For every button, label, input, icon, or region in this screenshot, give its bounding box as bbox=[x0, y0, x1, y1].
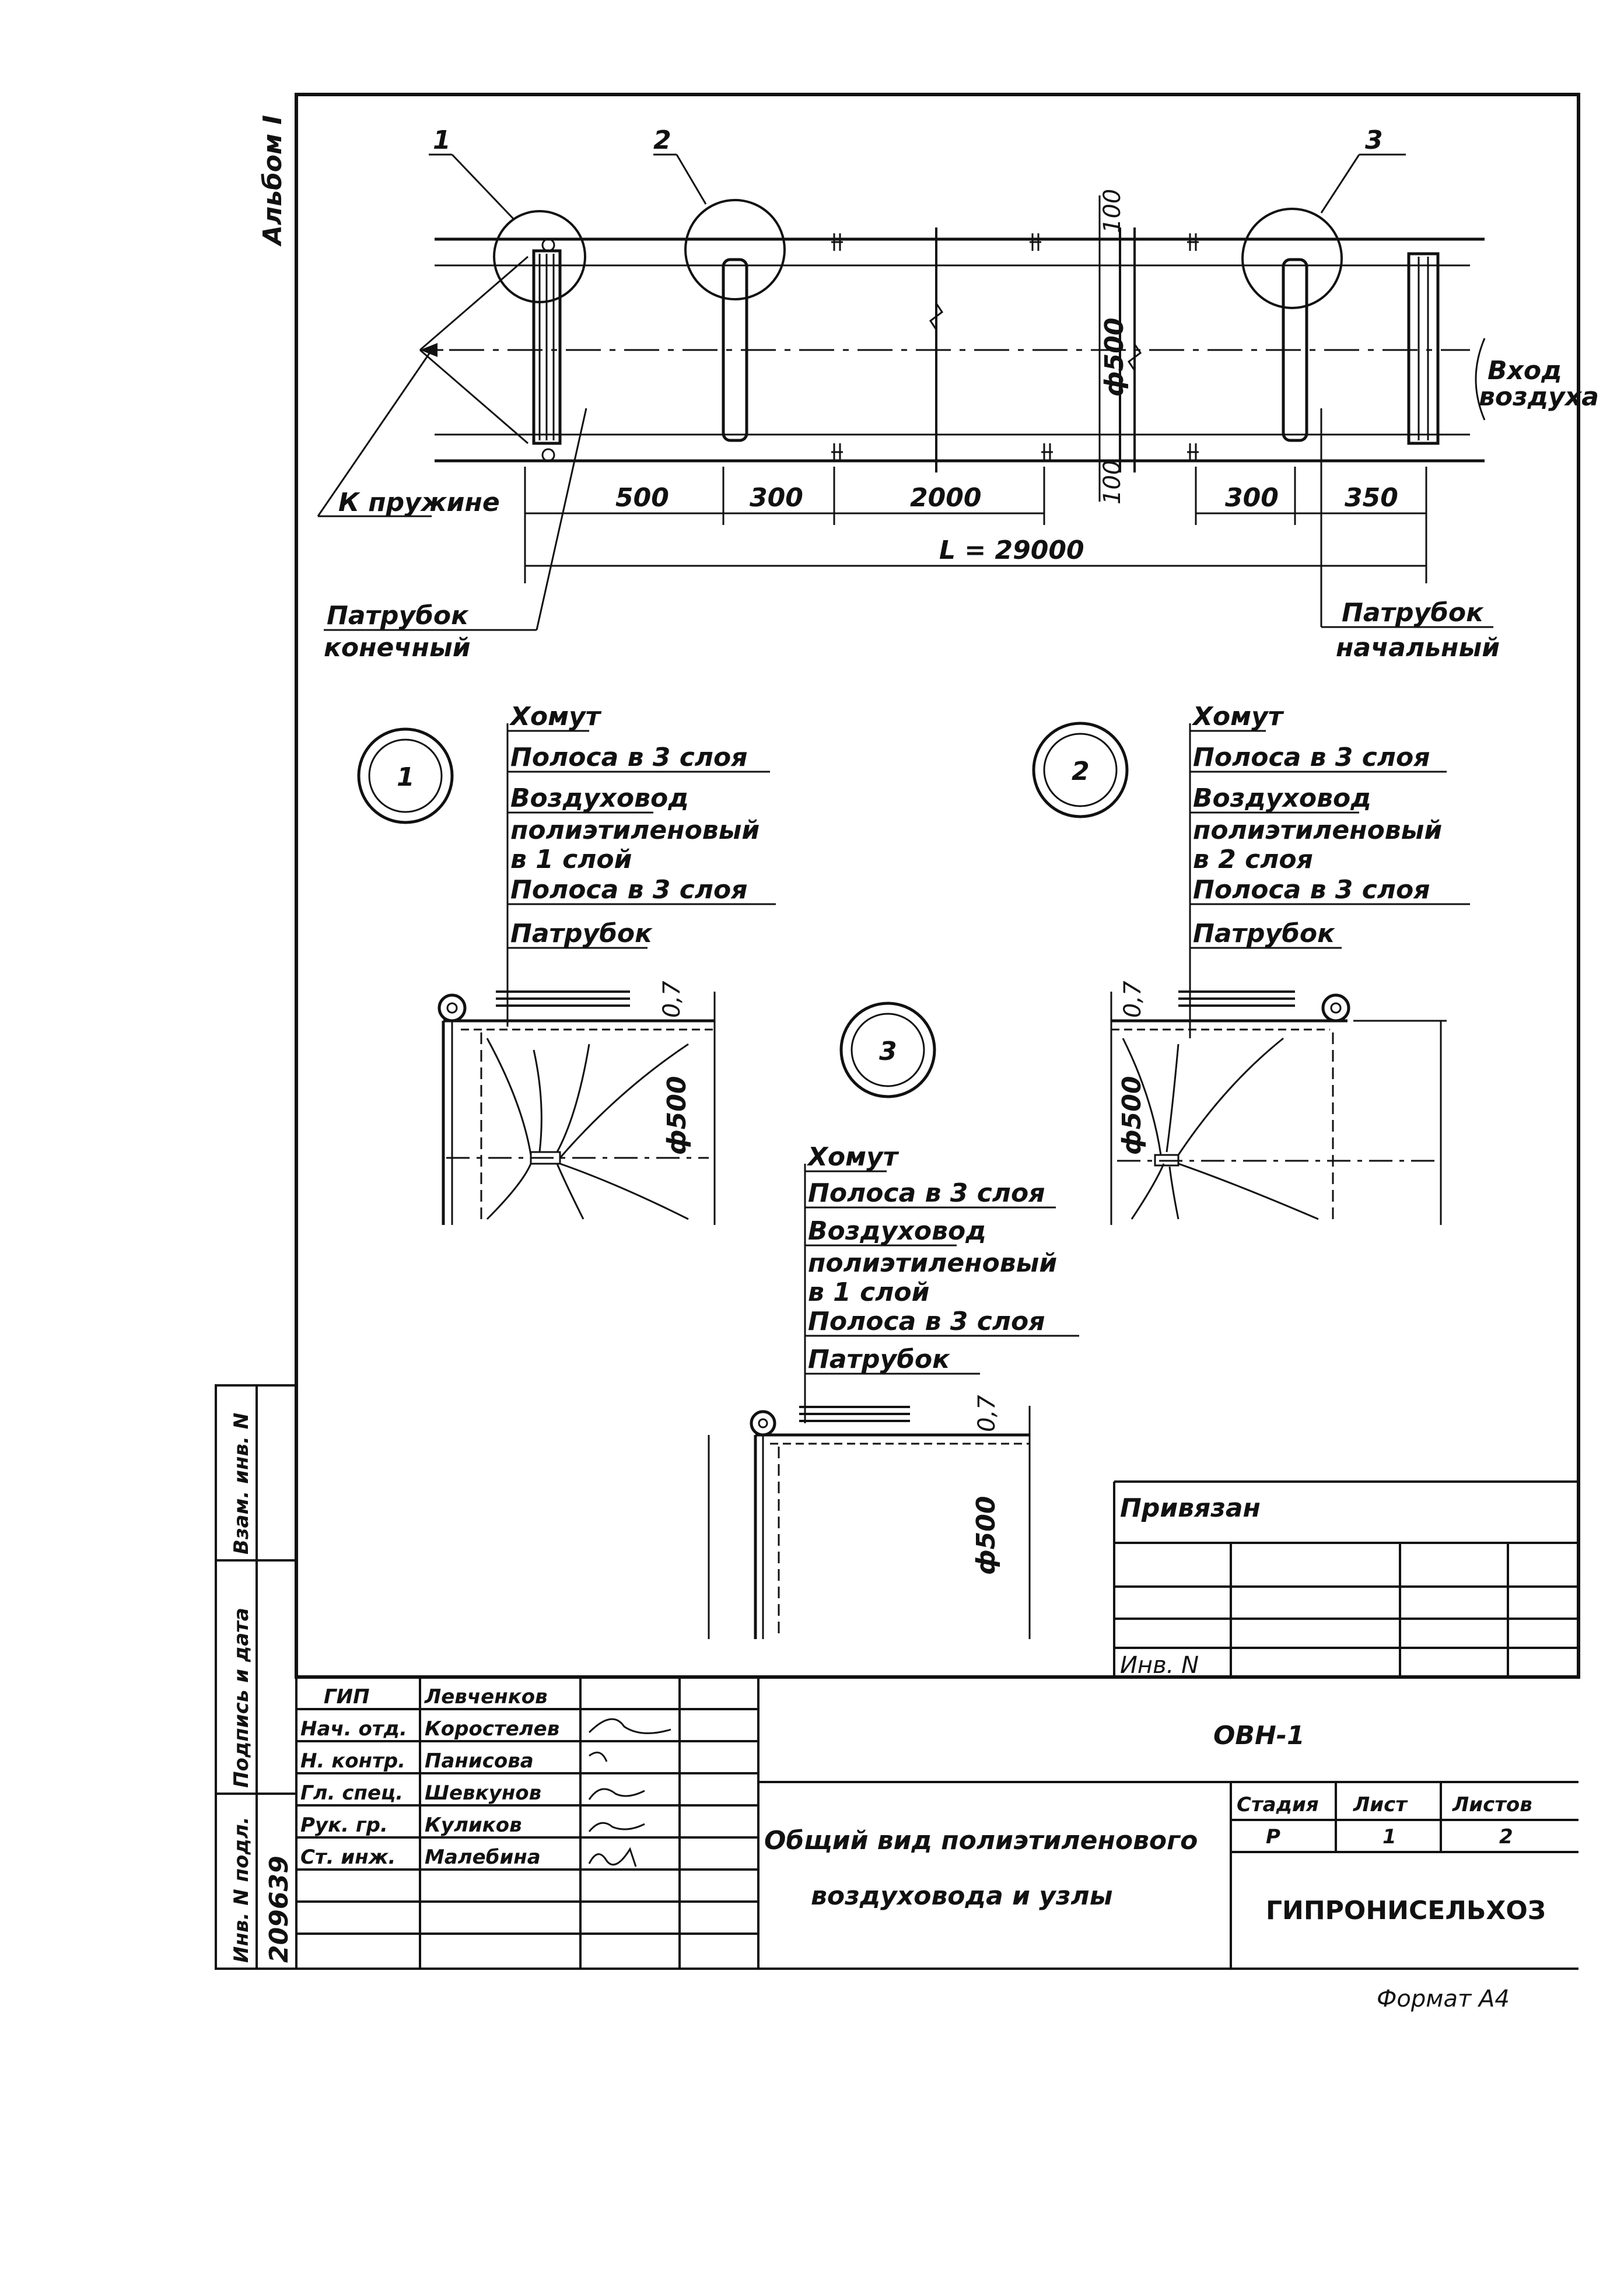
callout-circle-1 bbox=[493, 210, 586, 303]
node-3: 3 Хомут Полоса в 3 слоя Воздуховод полиэ… bbox=[708, 1002, 1079, 1639]
sheet-header: Лист bbox=[1353, 1793, 1408, 1816]
role-3: Гл. спец. bbox=[300, 1781, 403, 1805]
node-3-dim-diameter: ф500 bbox=[971, 1496, 1001, 1575]
node-3-layer-6: Патрубок bbox=[808, 1345, 950, 1374]
side-stamp-number: 209639 bbox=[264, 1856, 294, 1963]
node-2-layer-0: Хомут bbox=[1191, 702, 1284, 731]
paper-format: Формат А4 bbox=[1377, 1986, 1510, 2012]
name-2: Панисова bbox=[425, 1749, 534, 1773]
node-1-layer-0: Хомут bbox=[509, 702, 602, 731]
node-3-layer-4: в 1 слой bbox=[808, 1277, 929, 1307]
label-start-pipe-2: начальный bbox=[1336, 633, 1500, 663]
role-2: Н. контр. bbox=[300, 1749, 405, 1773]
side-stamp-replacement-inv: Взам. инв. N bbox=[230, 1413, 253, 1555]
sheets-header: Листов bbox=[1452, 1793, 1532, 1816]
role-0: ГИП bbox=[324, 1685, 370, 1709]
callout-circle-2 bbox=[684, 199, 786, 300]
dim-100-top: 100 bbox=[1099, 189, 1126, 233]
document-title-line-1: Общий вид полиэтиленового bbox=[764, 1826, 1198, 1856]
callout-number-2: 2 bbox=[653, 125, 671, 155]
inventory-label: Инв. N bbox=[1120, 1652, 1199, 1679]
stage-header: Стадия bbox=[1237, 1793, 1319, 1816]
stage-value: Р bbox=[1266, 1825, 1280, 1849]
side-stamp-signature-date: Подпись и дата bbox=[230, 1608, 253, 1788]
dim-100-bottom: 100 bbox=[1099, 460, 1126, 505]
node-1: 1 Хомут Полоса в 3 слоя Воздуховод полиэ… bbox=[357, 702, 776, 1225]
node-2-layer-2: Воздуховод bbox=[1193, 783, 1371, 813]
document-code: ОВН-1 bbox=[1213, 1721, 1305, 1751]
organization-name: ГИПРОНИСЕЛЬХОЗ bbox=[1266, 1896, 1546, 1926]
title-block-grid bbox=[296, 1676, 1578, 1970]
dim-500: 500 bbox=[615, 483, 669, 513]
binding-label: Привязан bbox=[1120, 1493, 1261, 1523]
node-2-layer-5: Полоса в 3 слоя bbox=[1193, 875, 1430, 905]
node-1-layer-5: Полоса в 3 слоя bbox=[510, 875, 747, 905]
role-5: Ст. инж. bbox=[300, 1846, 396, 1869]
node-2-dim-diameter: ф500 bbox=[1117, 1076, 1147, 1155]
node-1-layer-1: Полоса в 3 слоя bbox=[510, 743, 747, 772]
node-1-layer-4: в 1 слой bbox=[510, 845, 632, 874]
name-0: Левченков bbox=[424, 1685, 548, 1709]
sheets-value: 2 bbox=[1499, 1825, 1513, 1849]
side-stamp-inv-original: Инв. N подл. bbox=[230, 1816, 253, 1963]
binding-block bbox=[1113, 1480, 1578, 1677]
dim-phi500-main: ф500 bbox=[1100, 317, 1129, 397]
name-1: Коростелев bbox=[425, 1717, 559, 1741]
node-3-layer-3: полиэтиленовый bbox=[808, 1248, 1057, 1278]
role-1: Нач. отд. bbox=[300, 1717, 407, 1741]
album-label: Альбом I bbox=[258, 115, 288, 247]
role-4: Рук. гр. bbox=[300, 1814, 388, 1837]
label-end-pipe-2: конечный bbox=[324, 633, 471, 663]
main-view: 1 2 3 500 300 2000 300 350 L = 29000 100… bbox=[317, 125, 1599, 663]
node-1-dim-thickness: 0,7 bbox=[659, 981, 685, 1018]
node-1-number: 1 bbox=[397, 762, 415, 792]
dim-2000: 2000 bbox=[910, 483, 981, 513]
node-1-layer-3: полиэтиленовый bbox=[510, 815, 760, 845]
signatures bbox=[588, 1718, 671, 1867]
name-5: Малебина bbox=[425, 1846, 541, 1869]
node-2-layer-4: в 2 слоя bbox=[1193, 845, 1313, 874]
name-3: Шевкунов bbox=[425, 1781, 541, 1805]
label-to-spring: К пружине bbox=[338, 488, 500, 517]
node-1-dim-diameter: ф500 bbox=[662, 1076, 692, 1155]
node-3-layer-5: Полоса в 3 слоя bbox=[808, 1307, 1045, 1336]
name-4: Куликов bbox=[425, 1814, 522, 1837]
dim-300-b: 300 bbox=[1225, 483, 1279, 513]
node-2-layer-1: Полоса в 3 слоя bbox=[1193, 743, 1430, 772]
node-2: 2 Хомут Полоса в 3 слоя Воздуховод полиэ… bbox=[1032, 702, 1470, 1225]
label-air-inlet-2: воздуха bbox=[1479, 382, 1599, 412]
node-1-layer-2: Воздуховод bbox=[510, 783, 689, 813]
node-2-layer-3: полиэтиленовый bbox=[1193, 815, 1442, 845]
label-air-inlet-1: Вход bbox=[1488, 356, 1562, 386]
node-2-dim-thickness: 0,7 bbox=[1119, 981, 1146, 1018]
node-3-layer-1: Полоса в 3 слоя bbox=[808, 1178, 1045, 1208]
sheet-value: 1 bbox=[1382, 1825, 1396, 1849]
node-2-layer-6: Патрубок bbox=[1193, 919, 1335, 948]
document-title-line-2: воздуховода и узлы bbox=[811, 1881, 1113, 1911]
node-1-layer-6: Патрубок bbox=[510, 919, 653, 948]
node-3-number: 3 bbox=[879, 1037, 897, 1066]
callout-number-3: 3 bbox=[1365, 125, 1383, 155]
callout-number-1: 1 bbox=[433, 125, 451, 155]
node-3-layer-0: Хомут bbox=[806, 1142, 900, 1172]
dim-300-a: 300 bbox=[750, 483, 803, 513]
callout-circle-3 bbox=[1241, 208, 1343, 309]
label-start-pipe-1: Патрубок bbox=[1342, 598, 1484, 628]
dim-350: 350 bbox=[1345, 483, 1398, 513]
node-3-layer-2: Воздуховод bbox=[808, 1216, 986, 1246]
label-end-pipe-1: Патрубок bbox=[327, 601, 469, 631]
node-3-dim-thickness: 0,7 bbox=[974, 1395, 1000, 1432]
node-2-number: 2 bbox=[1072, 757, 1090, 786]
dim-length: L = 29000 bbox=[939, 535, 1084, 565]
